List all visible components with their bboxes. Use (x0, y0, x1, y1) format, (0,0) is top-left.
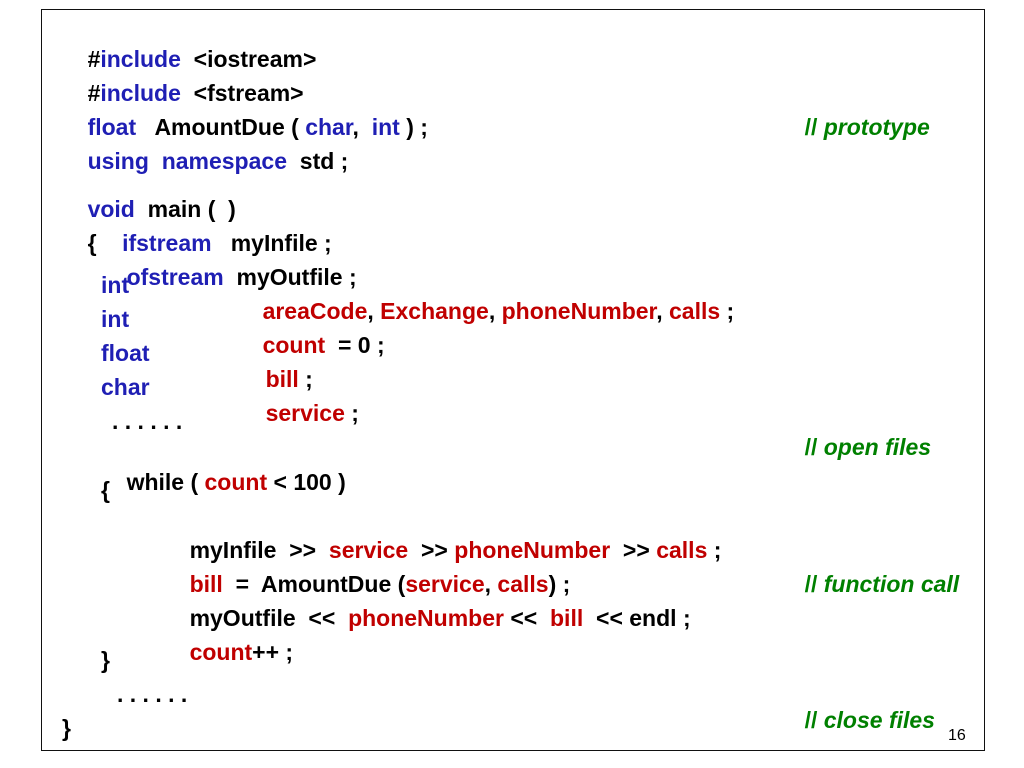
punct: , (352, 114, 372, 140)
brace-close: } (101, 647, 110, 673)
comment-slashes: // (804, 114, 824, 140)
comment-slashes: // (804, 707, 824, 733)
var-exchange: Exchange (380, 298, 489, 324)
function-name: AmountDue ( (136, 114, 306, 140)
keyword-void: void (87, 196, 135, 222)
code-line-ifstream: { ifstream myInfile ; (62, 204, 332, 282)
stream-myinfile: myInfile >> (189, 537, 329, 563)
namespace-std: std ; (287, 148, 349, 174)
ellipsis-open: . . . . . . (112, 408, 183, 434)
keyword-int: int (371, 114, 400, 140)
semicolon: ; (344, 400, 359, 426)
stream-myoutfile: myOutfile << (189, 605, 349, 631)
code-line-main: void main ( ) (62, 170, 236, 248)
var-myinfile: myInfile ; (211, 230, 332, 256)
var-service: service (405, 571, 485, 597)
code-line-write: myOutfile << phoneNumber << bill << endl… (164, 579, 691, 657)
var-service: service (328, 537, 409, 563)
var-bill: bill (550, 605, 584, 631)
var-calls: calls (497, 571, 549, 597)
comment-text: close files (823, 707, 935, 733)
comma: , (656, 298, 670, 324)
var-phonenumber: phoneNumber (501, 298, 657, 324)
var-calls: calls (656, 537, 708, 563)
code-line-call: bill = AmountDue (service, calls) ; (164, 545, 571, 623)
var-count: count (262, 332, 326, 358)
hash-token: # (87, 46, 101, 72)
main-brace-close: } (62, 715, 71, 741)
comment-text: function call (823, 571, 960, 597)
code-line-count-declaration: count = 0 ; (237, 306, 385, 384)
code-line-prototype: float AmountDue ( char, int ) ; (62, 88, 428, 166)
keyword-ofstream: ofstream (126, 264, 224, 290)
keyword-while: while ( (126, 469, 205, 495)
code-line-service-declaration: service ; (240, 374, 359, 452)
var-count: count (204, 469, 268, 495)
ellipsis-close: . . . . . . (117, 681, 188, 707)
code-line-read: myInfile >> service >> phoneNumber >> ca… (164, 511, 722, 589)
comment-close-files: // close files (779, 681, 935, 759)
operator: << (503, 605, 550, 631)
brace-open: { (87, 230, 123, 256)
header-iostream: <iostream> (180, 46, 317, 72)
semicolon: ; (707, 537, 722, 563)
increment-operator: ++ ; (252, 639, 294, 665)
var-phonenumber: phoneNumber (454, 537, 611, 563)
semicolon: ) ; (548, 571, 571, 597)
code-line-ofstream: ofstream myOutfile ; (101, 238, 357, 316)
operator: >> (610, 537, 657, 563)
code-line-increment: count++ ; (164, 613, 294, 691)
operator: >> (408, 537, 455, 563)
keyword-int: int (101, 306, 130, 332)
comma: , (484, 571, 498, 597)
punct: ) ; (399, 114, 428, 140)
var-phonenumber: phoneNumber (348, 605, 504, 631)
comment-slashes: // (804, 571, 824, 597)
keyword-ifstream: ifstream (122, 230, 212, 256)
code-line-int-declarations: areaCode, Exchange, phoneNumber, calls ; (237, 272, 735, 350)
slide-border (41, 9, 985, 751)
keyword-float: float (101, 340, 150, 366)
comment-text: prototype (823, 114, 930, 140)
comment-open-files: // open files (779, 408, 932, 486)
comment-function-call: // function call (779, 545, 960, 623)
keyword-include: include (100, 80, 181, 106)
keyword-char: char (305, 114, 353, 140)
keyword-using: using (87, 148, 149, 174)
comma: , (488, 298, 502, 324)
code-line-while: while ( count < 100 ) (101, 443, 346, 521)
keyword-char: char (101, 374, 150, 400)
semicolon: ; (720, 298, 735, 324)
brace-open: { (101, 477, 110, 503)
hash-token: # (87, 80, 101, 106)
comment-prototype: // prototype (779, 88, 930, 166)
var-calls: calls (669, 298, 721, 324)
comment-text: open files (823, 434, 932, 460)
var-bill: bill (265, 366, 299, 392)
keyword-int: int (101, 272, 130, 298)
var-areacode: areaCode (262, 298, 368, 324)
code-line-bill-declaration: bill ; (240, 340, 313, 418)
function-call: = AmountDue ( (222, 571, 406, 597)
code-line-include-fstream: #include <fstream> (62, 54, 304, 132)
keyword-include: include (100, 46, 181, 72)
main-signature: main ( ) (134, 196, 236, 222)
header-fstream: <fstream> (180, 80, 304, 106)
var-count: count (189, 639, 253, 665)
page-number: 16 (948, 727, 966, 744)
comma: , (367, 298, 381, 324)
var-service: service (265, 400, 345, 426)
code-line-include-iostream: #include <iostream> (62, 20, 317, 98)
code-line-using: using namespace std ; (62, 122, 349, 200)
comment-slashes: // (804, 434, 824, 460)
condition: < 100 ) (267, 469, 346, 495)
endl: << endl ; (583, 605, 691, 631)
keyword-float: float (87, 114, 137, 140)
semicolon: ; (298, 366, 313, 392)
keyword-namespace: namespace (161, 148, 287, 174)
var-myoutfile: myOutfile ; (223, 264, 357, 290)
var-bill: bill (189, 571, 223, 597)
initializer: = 0 ; (325, 332, 385, 358)
